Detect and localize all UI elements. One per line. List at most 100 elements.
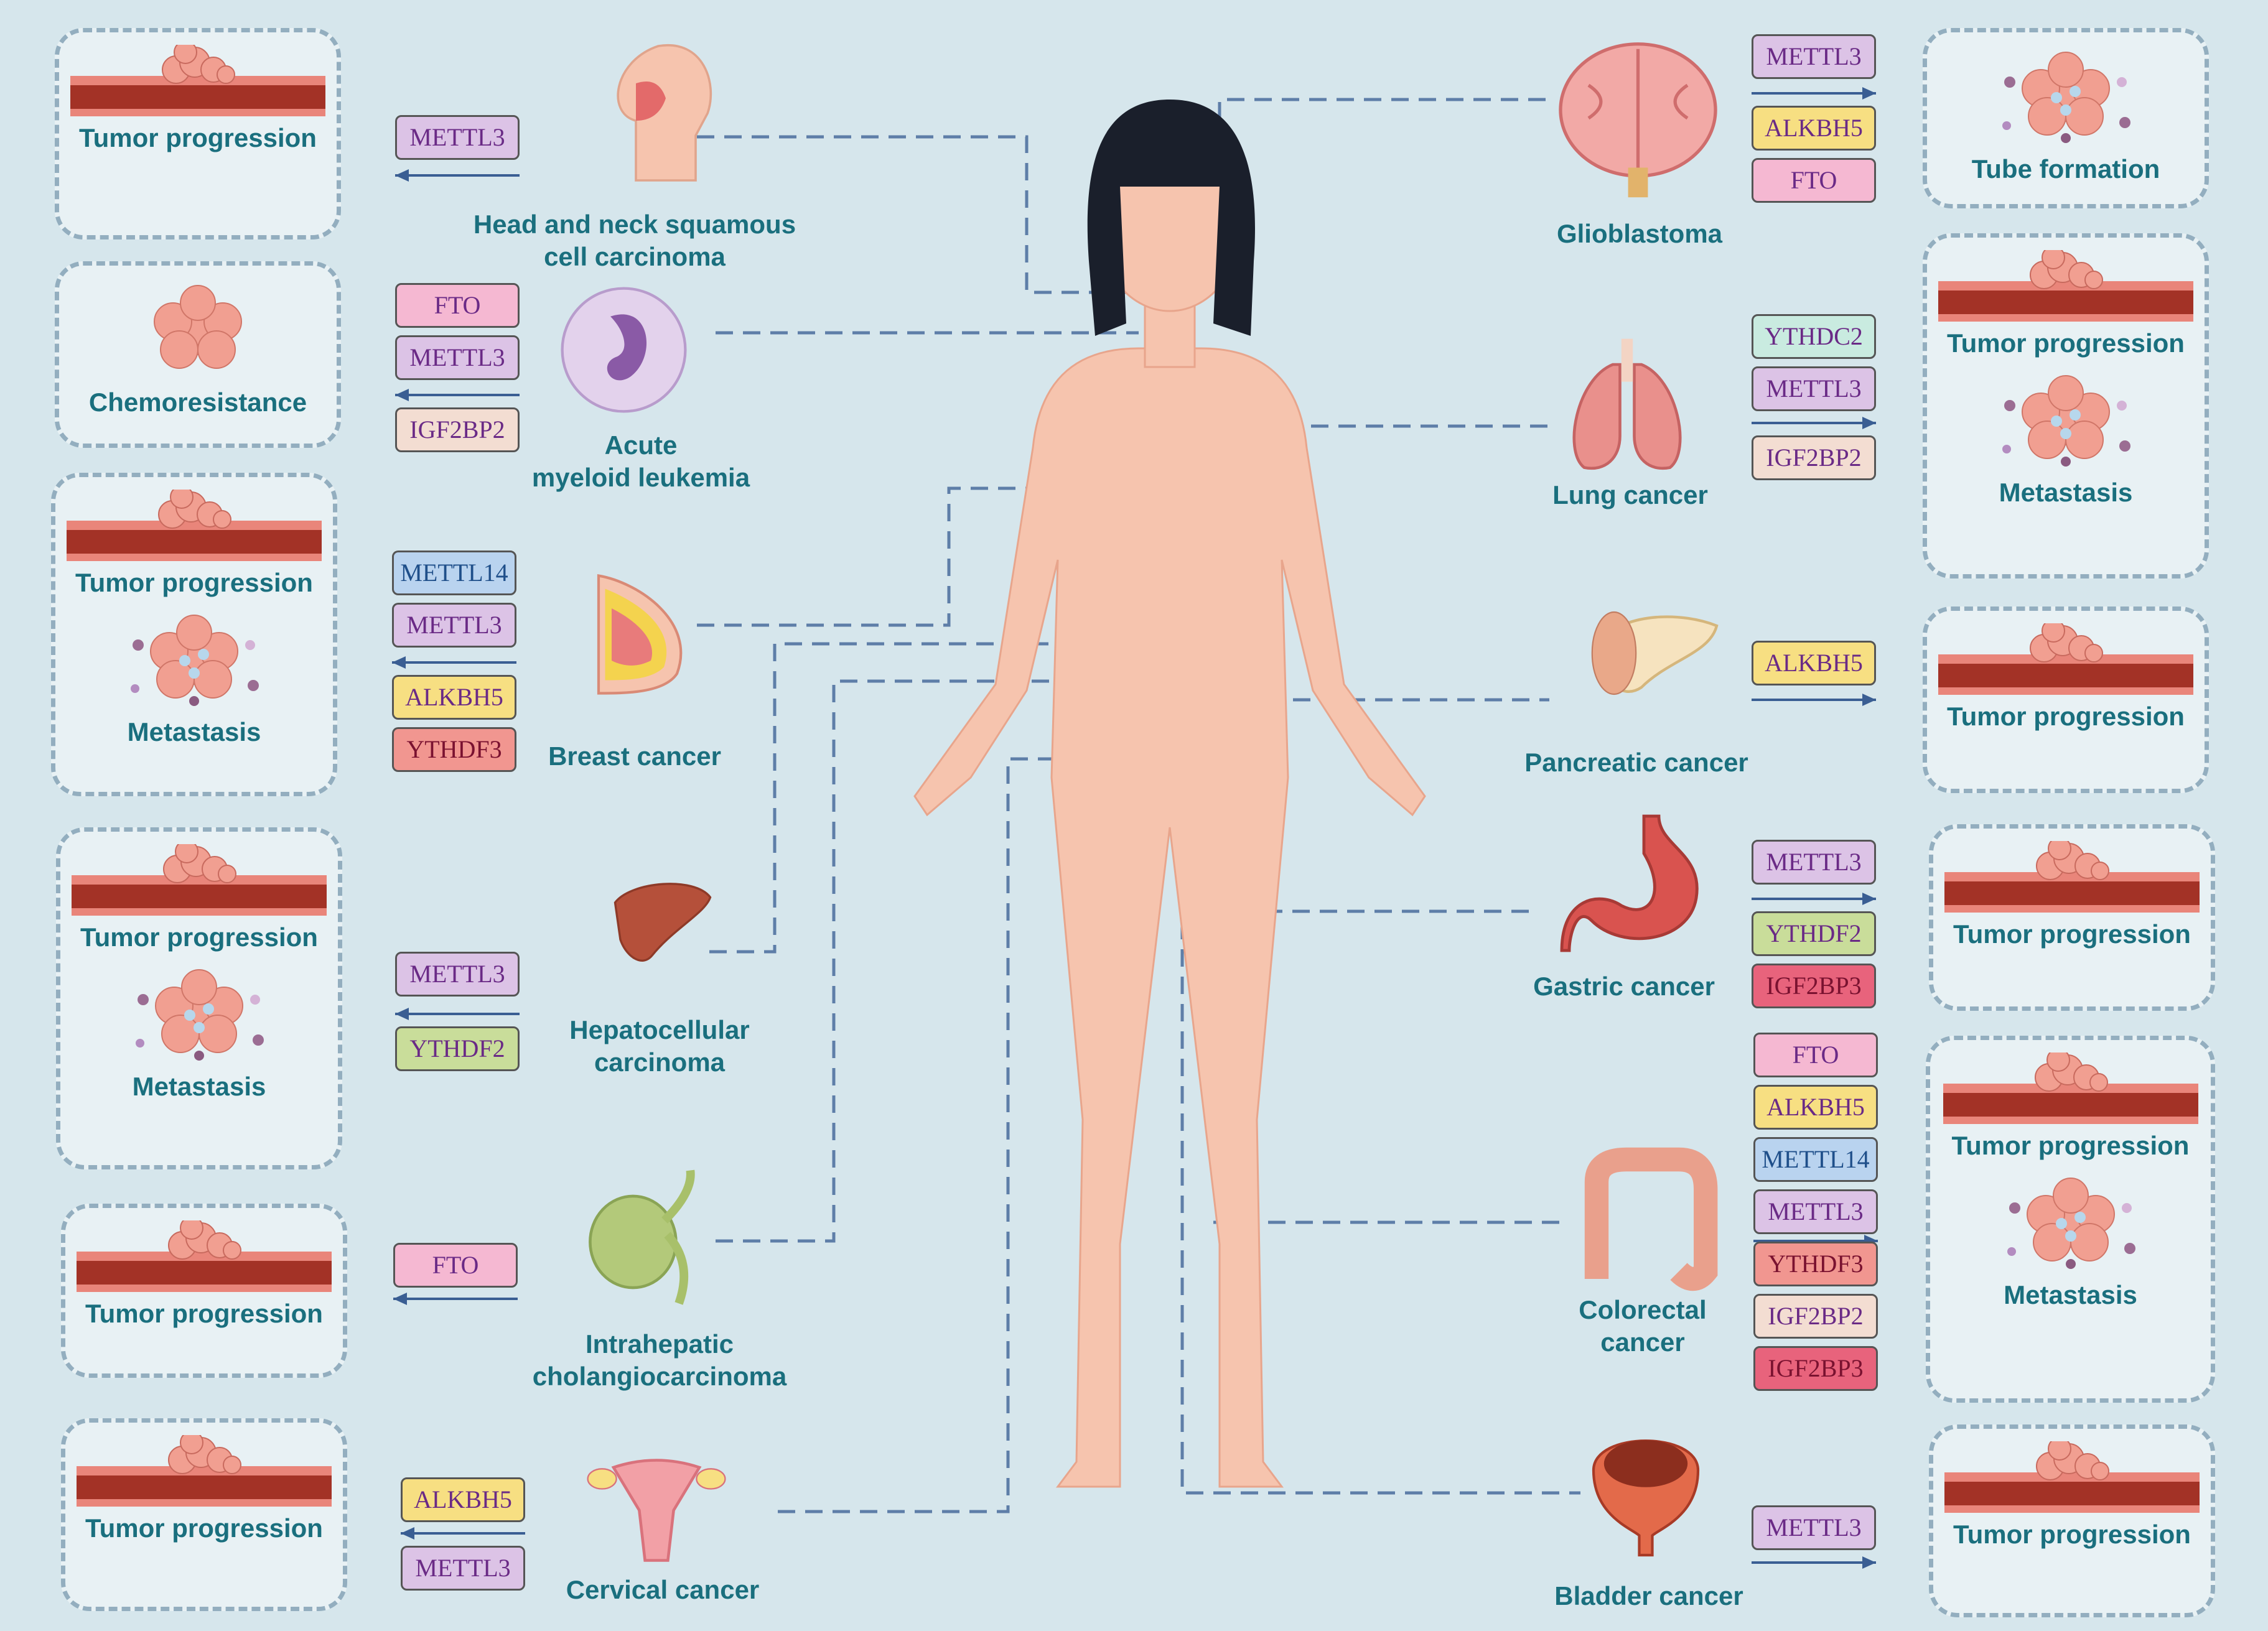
organ-label-line: myeloid leukemia <box>531 463 750 492</box>
organ-label-line: Gastric cancer <box>1533 972 1715 1001</box>
tumor-tissue-icon <box>1938 623 2193 695</box>
organ-label-line: cancer <box>1600 1327 1685 1357</box>
breast-icon <box>572 541 703 728</box>
arrow-left-icon <box>401 1527 525 1540</box>
modifier-tag-mettl3: METTL3 <box>395 952 520 997</box>
outcome-label: Metastasis <box>2004 1280 2137 1309</box>
outcome-panel-aml: Chemoresistance <box>55 261 341 448</box>
organ-label-breast: Breast cancer <box>529 740 740 773</box>
tumor-tissue-icon <box>77 1220 332 1292</box>
modifier-tag-ythdf2: YTHDF2 <box>1752 911 1876 956</box>
arrow-right-icon <box>1752 87 1876 100</box>
organ-label-icc: Intrahepatic cholangiocarcinoma <box>523 1328 796 1393</box>
modifier-tag-alkbh5: ALKBH5 <box>1752 106 1876 151</box>
outcome-label: Tumor progression <box>1953 919 2191 949</box>
organ-label-line: cholangiocarcinoma <box>532 1362 787 1391</box>
connector-line-hnscc <box>697 135 1139 294</box>
lungs-icon <box>1556 330 1699 485</box>
outcome-label: Tube formation <box>1971 154 2160 184</box>
modifier-tag-igf2bp3: IGF2BP3 <box>1752 964 1876 1008</box>
tumor-tissue-icon <box>72 844 327 916</box>
tumor-tissue-icon <box>1938 250 2193 322</box>
uterus-icon <box>554 1424 759 1568</box>
organ-label-line: Glioblastoma <box>1556 219 1723 248</box>
organ-label-line: Pancreatic cancer <box>1524 748 1748 777</box>
arrow-right-icon <box>1752 1556 1876 1569</box>
arrow-right-icon <box>1752 893 1876 905</box>
modifier-tag-fto: FTO <box>395 283 520 328</box>
organ-label-line: Intrahepatic <box>585 1329 734 1359</box>
modifier-tag-ythdf3: YTHDF3 <box>392 727 516 772</box>
outcome-panel-pancreatic: Tumor progression <box>1923 606 2209 793</box>
outcome-label: Tumor progression <box>79 123 317 152</box>
organ-label-line: Acute <box>604 430 678 460</box>
outcome-panel-cervical: Tumor progression <box>61 1418 347 1611</box>
outcome-label: Tumor progression <box>1947 702 2185 731</box>
modifier-tag-mettl3: METTL3 <box>1752 1505 1876 1550</box>
modifier-tag-fto: FTO <box>1752 158 1876 203</box>
modifier-tag-mettl14: METTL14 <box>1753 1137 1878 1182</box>
organ-label-line: Head and neck squamous <box>473 210 796 239</box>
colon-icon <box>1574 1138 1724 1300</box>
outcome-label: Metastasis <box>1999 478 2133 507</box>
outcome-label: Tumor progression <box>85 1513 323 1543</box>
outcome-label: Tumor progression <box>80 922 318 952</box>
modifier-tag-mettl3: METTL3 <box>395 115 520 160</box>
tumor-tissue-icon <box>67 490 322 561</box>
organ-label-line: Bladder cancer <box>1554 1581 1743 1610</box>
organ-label-bladder: Bladder cancer <box>1524 1580 1773 1612</box>
arrow-left-icon <box>395 1008 520 1020</box>
arrow-left-icon <box>395 169 520 182</box>
metastasis-cluster-icon <box>2007 1178 2135 1269</box>
outcome-panel-icc: Tumor progression <box>61 1204 347 1378</box>
modifier-tag-fto: FTO <box>393 1243 518 1288</box>
arrow-left-icon <box>392 656 516 669</box>
modifier-tag-mettl3: METTL3 <box>392 603 516 648</box>
outcome-panel-bladder: Tumor progression <box>1929 1424 2215 1617</box>
liver-icon <box>572 871 753 977</box>
organ-label-glioblastoma: Glioblastoma <box>1537 218 1742 250</box>
outcome-label: Tumor progression <box>85 1299 323 1328</box>
tumor-tissue-icon <box>1943 1052 2198 1124</box>
organ-label-hnscc: Head and neck squamous cell carcinoma <box>473 208 796 273</box>
outcome-label: Chemoresistance <box>88 388 307 417</box>
organ-label-line: Breast cancer <box>548 741 721 771</box>
modifier-tag-igf2bp2: IGF2BP2 <box>1753 1294 1878 1339</box>
connector-line-bladder <box>1180 703 1580 1495</box>
organ-label-lung: Lung cancer <box>1543 479 1717 511</box>
organ-label-line: Lung cancer <box>1552 480 1708 509</box>
outcome-label: Metastasis <box>127 717 261 746</box>
organ-label-cervical: Cervical cancer <box>548 1574 778 1606</box>
modifier-tag-alkbh5: ALKBH5 <box>1752 641 1876 685</box>
modifier-tag-alkbh5: ALKBH5 <box>392 675 516 720</box>
modifier-tag-ythdc2: YTHDC2 <box>1752 314 1876 359</box>
outcome-label: Tumor progression <box>1953 1520 2191 1549</box>
modifier-tag-mettl3: METTL3 <box>1752 34 1876 79</box>
modifier-tag-igf2bp2: IGF2BP2 <box>395 407 520 452</box>
modifier-tag-mettl3: METTL3 <box>1753 1189 1878 1234</box>
leukemia-cell-icon <box>557 283 691 417</box>
connector-line-breast <box>697 486 1095 627</box>
connector-line-icc <box>716 679 1145 1243</box>
modifier-tag-igf2bp2: IGF2BP2 <box>1752 435 1876 480</box>
tumor-tissue-icon <box>77 1435 332 1507</box>
metastasis-cluster-icon <box>131 615 259 706</box>
organ-label-line: Hepatocellular <box>569 1015 750 1044</box>
modifier-tag-alkbh5: ALKBH5 <box>401 1477 525 1522</box>
modifier-tag-mettl3: METTL3 <box>1752 840 1876 885</box>
brain-icon <box>1556 31 1720 205</box>
organ-label-gastric: Gastric cancer <box>1512 970 1736 1003</box>
outcome-label: Tumor progression <box>1951 1131 2190 1160</box>
outcome-panel-glioblastoma: Tube formation <box>1923 28 2209 208</box>
arrow-right-icon <box>1752 417 1876 429</box>
organ-label-line: cell carcinoma <box>544 242 726 271</box>
organ-label-pancreatic: Pancreatic cancer <box>1512 746 1761 779</box>
tumor-tissue-icon <box>1944 841 2200 913</box>
